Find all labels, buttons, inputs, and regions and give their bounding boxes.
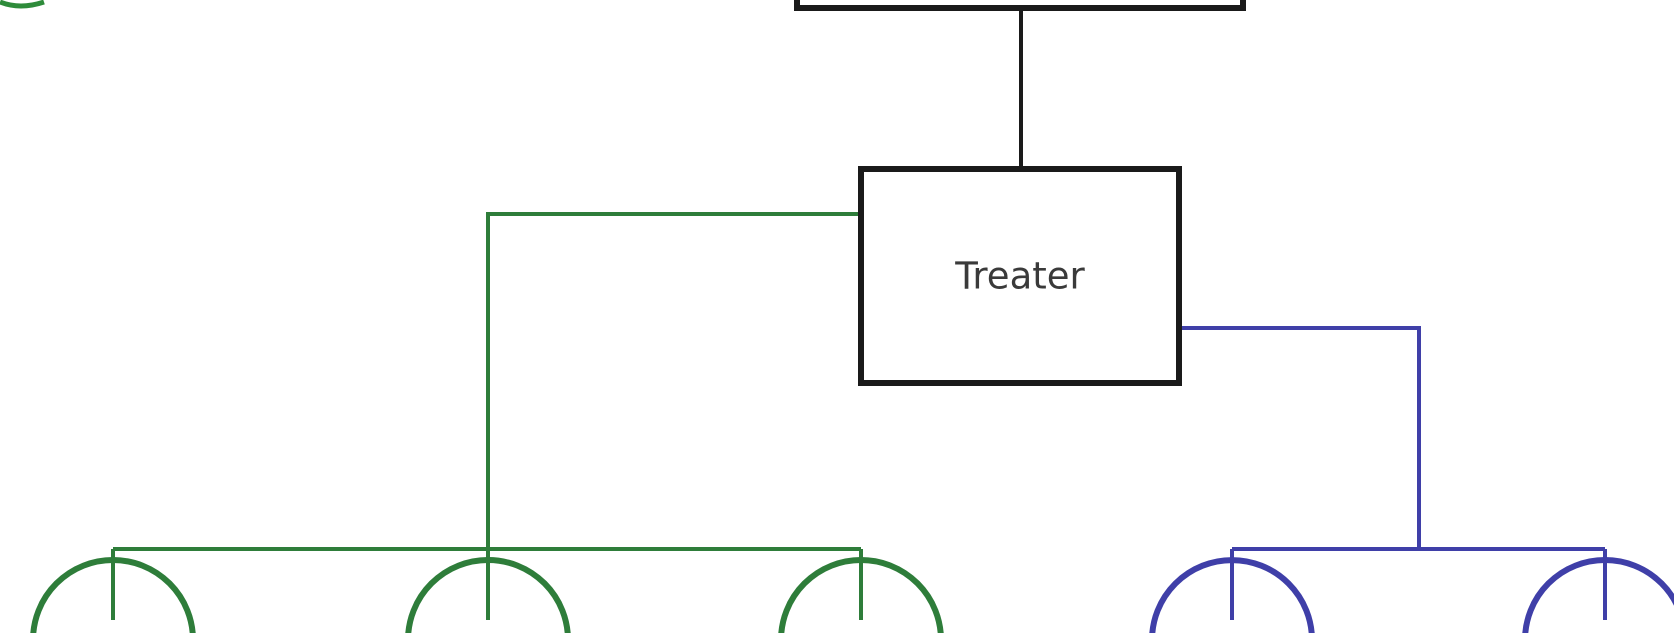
green-circle-node-2[interactable]: [405, 557, 571, 633]
green-circle-node-3[interactable]: [778, 557, 944, 633]
treater-label: Treater: [954, 255, 1085, 298]
corner-fragment: [0, 0, 45, 9]
blue-circle-node-2[interactable]: [1522, 557, 1674, 633]
green-circle-node-1[interactable]: [30, 557, 196, 633]
connector-treater-blue-branch: [1181, 326, 1421, 549]
parent-box[interactable]: [794, 0, 1246, 11]
treater-box[interactable]: [858, 166, 1182, 386]
connector-treater-green-branch: [486, 212, 859, 549]
blue-circle-node-1[interactable]: [1149, 557, 1315, 633]
